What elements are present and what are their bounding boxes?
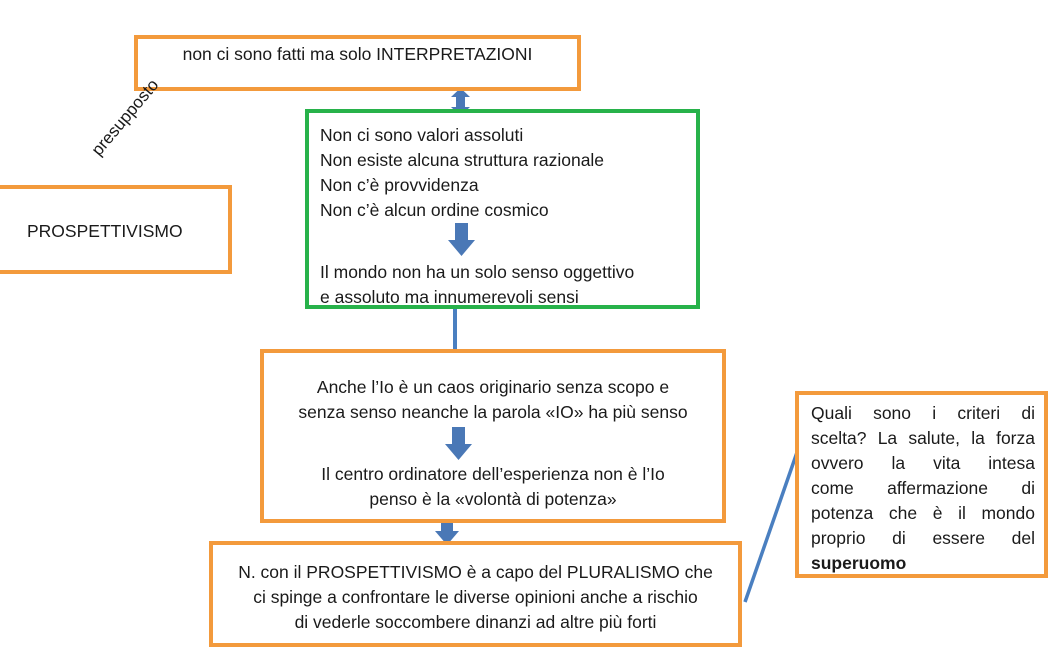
presupposto-label: presupposto [87,75,163,160]
criteria-line: come affermazione di [811,478,1035,498]
down-arrow-icon [320,223,696,260]
down-arrow-icon [264,425,722,462]
io-line: Anche l’Io è un caos originario senza sc… [316,377,670,397]
prospettivismo-box: PROSPETTIVISMO [0,185,232,274]
interpretations-text: non ci sono fatti ma solo INTERPRETAZION… [182,44,533,64]
values-box: Non ci sono valori assoluti Non esiste a… [305,109,700,309]
criteria-line: scelta? La salute, la forza [811,428,1035,448]
values-conclusion-line: Il mondo non ha un solo senso oggettivo [320,262,635,282]
values-line: Non ci sono valori assoluti [320,125,524,145]
criteria-line: Quali sono i criteri di [811,403,1035,423]
criteria-line: ovvero la vita intesa [811,453,1035,473]
prospettivismo-text: PROSPETTIVISMO [27,221,183,241]
pluralism-line: ci spinge a confrontare le diverse opini… [253,587,698,607]
io-box: Anche l’Io è un caos originario senza sc… [260,349,726,523]
pluralism-box: N. con il PROSPETTIVISMO è a capo del PL… [209,541,742,647]
values-conclusion-line: e assoluto ma innumerevoli sensi [320,287,579,307]
pluralism-to-criteria-line [743,437,804,603]
criteria-line: proprio di essere del [811,528,1035,548]
io-conclusion-line: Il centro ordinatore dell’esperienza non… [321,464,665,484]
io-conclusion-line: penso è la «volontà di potenza» [369,489,617,509]
criteria-box: Quali sono i criteri di scelta? La salut… [795,391,1048,578]
values-line: Non c’è provvidenza [320,175,479,195]
interpretations-box: non ci sono fatti ma solo INTERPRETAZION… [134,35,581,91]
criteria-line: potenza che è il mondo [811,503,1035,523]
io-line: senza senso neanche la parola «IO» ha pi… [298,402,688,422]
pluralism-line: di vederle soccombere dinanzi ad altre p… [294,612,657,632]
values-line: Non esiste alcuna struttura razionale [320,150,605,170]
pluralism-line: N. con il PROSPETTIVISMO è a capo del PL… [238,562,713,582]
values-line: Non c’è alcun ordine cosmico [320,200,549,220]
superuomo-word: superuomo [811,553,907,573]
